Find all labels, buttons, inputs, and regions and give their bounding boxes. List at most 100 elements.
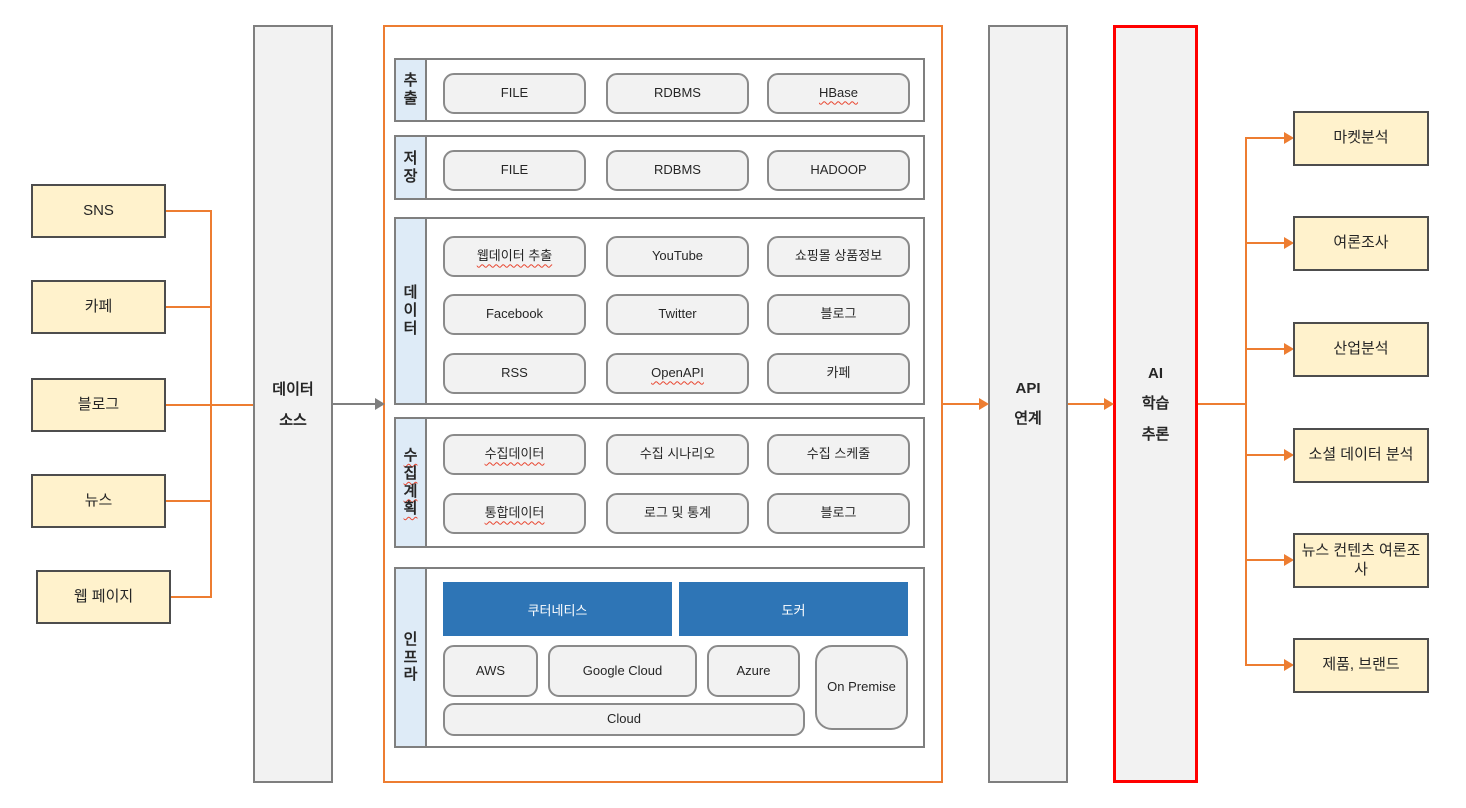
pipeline-chip: 블로그 <box>767 294 910 335</box>
cloud-provider-box: Azure <box>707 645 800 697</box>
pipeline-chip: 수집데이터 <box>443 434 586 475</box>
section-label-strip-extract: 추출 <box>394 58 427 122</box>
arrowhead <box>1284 343 1294 355</box>
arrowhead <box>1284 659 1294 671</box>
pipeline-chip: OpenAPI <box>606 353 749 394</box>
arrowhead <box>1284 132 1294 144</box>
connector-line <box>1245 242 1284 244</box>
chip-label: 블로그 <box>820 505 857 521</box>
data-source-panel-line: 데이터 <box>272 381 314 398</box>
section-label: 인프라 <box>403 630 418 684</box>
cloud-provider-box: AWS <box>443 645 538 697</box>
chip-label: 수집데이터 <box>484 446 545 462</box>
arrowhead <box>1284 449 1294 461</box>
data-source-panel: 데이터 소스 <box>253 25 333 783</box>
connector-line <box>166 404 212 406</box>
arrowhead <box>1104 398 1114 410</box>
pipeline-chip: 웹데이터 추출 <box>443 236 586 277</box>
chip-label: HBase <box>818 85 859 101</box>
source-box-1: SNS <box>31 184 166 238</box>
chip-label: FILE <box>500 85 529 101</box>
platform-box-docker: 도커 <box>679 582 908 636</box>
cloud-provider-box: Google Cloud <box>548 645 697 697</box>
output-box-2: 여론조사 <box>1293 216 1429 271</box>
api-link-panel-line: API <box>1015 380 1041 397</box>
chip-label: 블로그 <box>820 306 857 322</box>
connector-line <box>171 596 212 598</box>
connector-line <box>1245 138 1247 666</box>
source-box-4: 뉴스 <box>31 474 166 528</box>
connector-line <box>333 403 375 405</box>
output-box-1: 마켓분석 <box>1293 111 1429 166</box>
api-link-panel: API 연계 <box>988 25 1068 783</box>
connector-line <box>166 210 212 212</box>
chip-label: 통합데이터 <box>484 505 545 521</box>
output-box-6: 제품, 브랜드 <box>1293 638 1429 693</box>
chip-label: FILE <box>500 162 529 178</box>
ai-learning-inference-panel: AI 학습 추론 <box>1113 25 1198 783</box>
pipeline-chip: YouTube <box>606 236 749 277</box>
chip-label: Twitter <box>658 306 697 322</box>
source-box-2: 카페 <box>31 280 166 334</box>
pipeline-chip: 수집 스케줄 <box>767 434 910 475</box>
chip-label: 수집 스케줄 <box>806 446 871 462</box>
connector-line <box>1245 559 1284 561</box>
output-box-5: 뉴스 컨텐츠 여론조사 <box>1293 533 1429 588</box>
section-label: 수집계획 <box>403 447 418 518</box>
pipeline-chip: FILE <box>443 150 586 191</box>
section-label-strip-infra: 인프라 <box>394 567 427 748</box>
ai-panel-line: 학습 <box>1141 394 1170 412</box>
arrowhead <box>979 398 989 410</box>
pipeline-chip: 블로그 <box>767 493 910 534</box>
connector-line <box>1198 403 1247 405</box>
section-label: 추출 <box>403 72 418 107</box>
pipeline-chip: 수집 시나리오 <box>606 434 749 475</box>
pipeline-chip: Facebook <box>443 294 586 335</box>
source-box-5: 웹 페이지 <box>36 570 171 624</box>
section-label-strip-collection-plan: 수집계획 <box>394 417 427 548</box>
connector-line <box>1245 348 1284 350</box>
pipeline-chip: RSS <box>443 353 586 394</box>
section-label: 저장 <box>403 149 418 185</box>
pipeline-chip: 통합데이터 <box>443 493 586 534</box>
platform-box-kubernetes: 쿠터네티스 <box>443 582 672 636</box>
connector-line <box>1245 137 1284 139</box>
pipeline-chip: HBase <box>767 73 910 114</box>
chip-label: HADOOP <box>810 162 867 178</box>
output-box-4: 소셜 데이터 분석 <box>1293 428 1429 483</box>
chip-label: 카페 <box>826 365 851 381</box>
section-label: 데이터 <box>403 284 418 337</box>
connector-line <box>166 500 212 502</box>
connector-line <box>210 404 253 406</box>
section-label-strip-data: 데이터 <box>394 217 427 405</box>
data-source-panel-line: 소스 <box>279 412 307 429</box>
chip-label: 웹데이터 추출 <box>476 248 553 264</box>
chip-label: 수집 시나리오 <box>639 446 716 462</box>
pipeline-chip: Twitter <box>606 294 749 335</box>
output-box-3: 산업분석 <box>1293 322 1429 377</box>
arrowhead <box>1284 554 1294 566</box>
connector-line <box>943 403 979 405</box>
chip-label: YouTube <box>651 248 704 264</box>
chip-label: RDBMS <box>654 162 701 178</box>
pipeline-chip: RDBMS <box>606 73 749 114</box>
ai-panel-line: 추론 <box>1141 425 1170 443</box>
pipeline-chip: 카페 <box>767 353 910 394</box>
pipeline-chip: 쇼핑몰 상품정보 <box>767 236 910 277</box>
arrowhead <box>1284 237 1294 249</box>
pipeline-chip: 로그 및 통계 <box>606 493 749 534</box>
connector-line <box>166 306 212 308</box>
pipeline-chip: RDBMS <box>606 150 749 191</box>
connector-line <box>1245 454 1284 456</box>
chip-label: OpenAPI <box>651 365 704 381</box>
arrowhead <box>375 398 385 410</box>
chip-label: 쇼핑몰 상품정보 <box>794 248 883 264</box>
section-label-strip-store: 저장 <box>394 135 427 200</box>
source-box-3: 블로그 <box>31 378 166 432</box>
pipeline-chip: FILE <box>443 73 586 114</box>
on-premise-box: On Premise <box>815 645 908 730</box>
chip-label: RDBMS <box>654 85 701 101</box>
ai-panel-line: AI <box>1148 364 1163 382</box>
pipeline-chip: HADOOP <box>767 150 910 191</box>
